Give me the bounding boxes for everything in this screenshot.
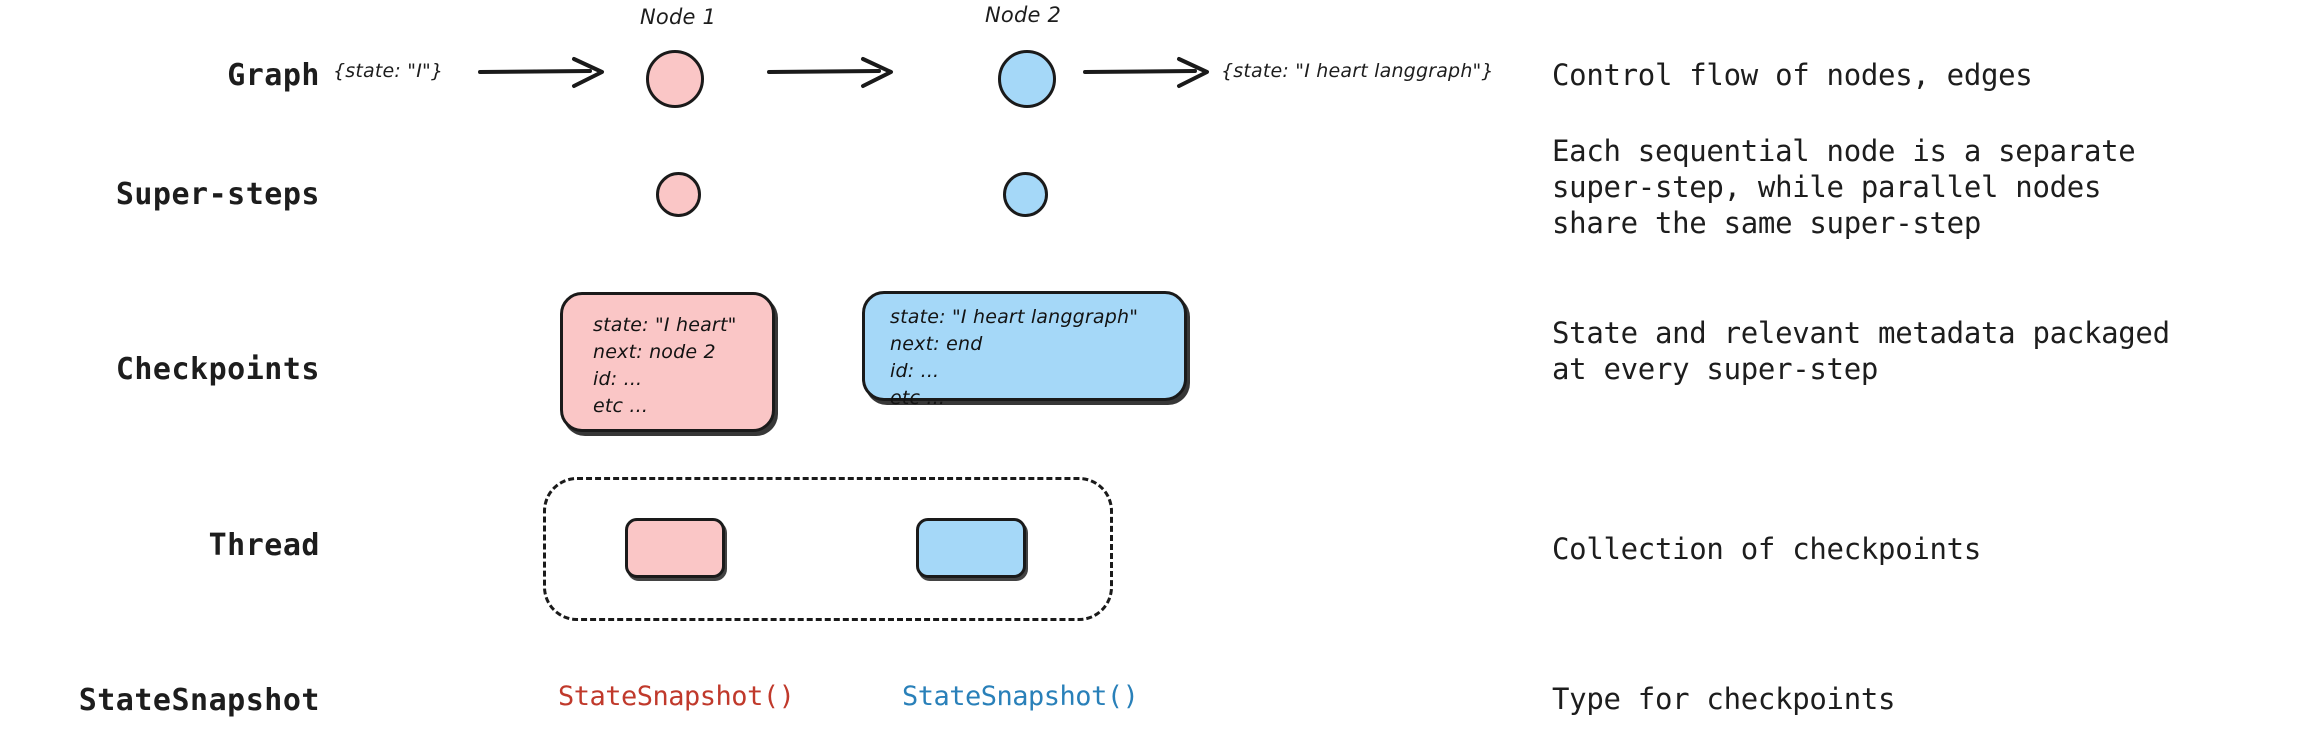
thread-checkpoint-chip-pink (625, 518, 725, 578)
checkpoint-blue-text: state: "I heart langgraph" next: end id:… (890, 306, 1139, 409)
input-state-label: {state: "I"} (333, 60, 444, 82)
statesnapshot-label-blue: StateSnapshot() (902, 681, 1139, 712)
description-thread: Collection of checkpoints (1552, 532, 1981, 566)
description-graph: Control flow of nodes, edges (1552, 58, 2033, 92)
row-label-super-steps: Super-steps (115, 177, 320, 212)
description-statesnapshot: Type for checkpoints (1552, 682, 1896, 716)
row-label-statesnapshot: StateSnapshot (78, 683, 320, 718)
row-label-checkpoints: Checkpoints (115, 352, 320, 387)
arrow-right-icon-1 (478, 55, 608, 93)
graph-node-1-circle (646, 50, 704, 108)
checkpoint-box-blue (862, 291, 1187, 401)
thread-container (543, 477, 1113, 621)
checkpoint-pink-text: state: "I heart" next: node 2 id: ... et… (593, 314, 737, 417)
row-label-thread: Thread (208, 528, 320, 563)
node1-caption: Node 1 (640, 5, 717, 29)
superstep-node-1-circle (656, 172, 701, 217)
row-label-graph: Graph (227, 58, 320, 93)
node2-caption: Node 2 (985, 3, 1062, 27)
description-super-steps: Each sequential node is a separate super… (1552, 134, 2136, 240)
superstep-node-2-circle (1003, 172, 1048, 217)
statesnapshot-label-pink: StateSnapshot() (558, 681, 795, 712)
description-checkpoints: State and relevant metadata packaged at … (1552, 316, 2170, 386)
arrow-right-icon-3 (1083, 55, 1213, 93)
arrow-right-icon-2 (767, 55, 897, 93)
graph-node-2-circle (998, 50, 1056, 108)
output-state-label: {state: "I heart langgraph"} (1221, 60, 1494, 82)
checkpoint-box-pink (560, 292, 775, 432)
thread-checkpoint-chip-blue (916, 518, 1026, 578)
